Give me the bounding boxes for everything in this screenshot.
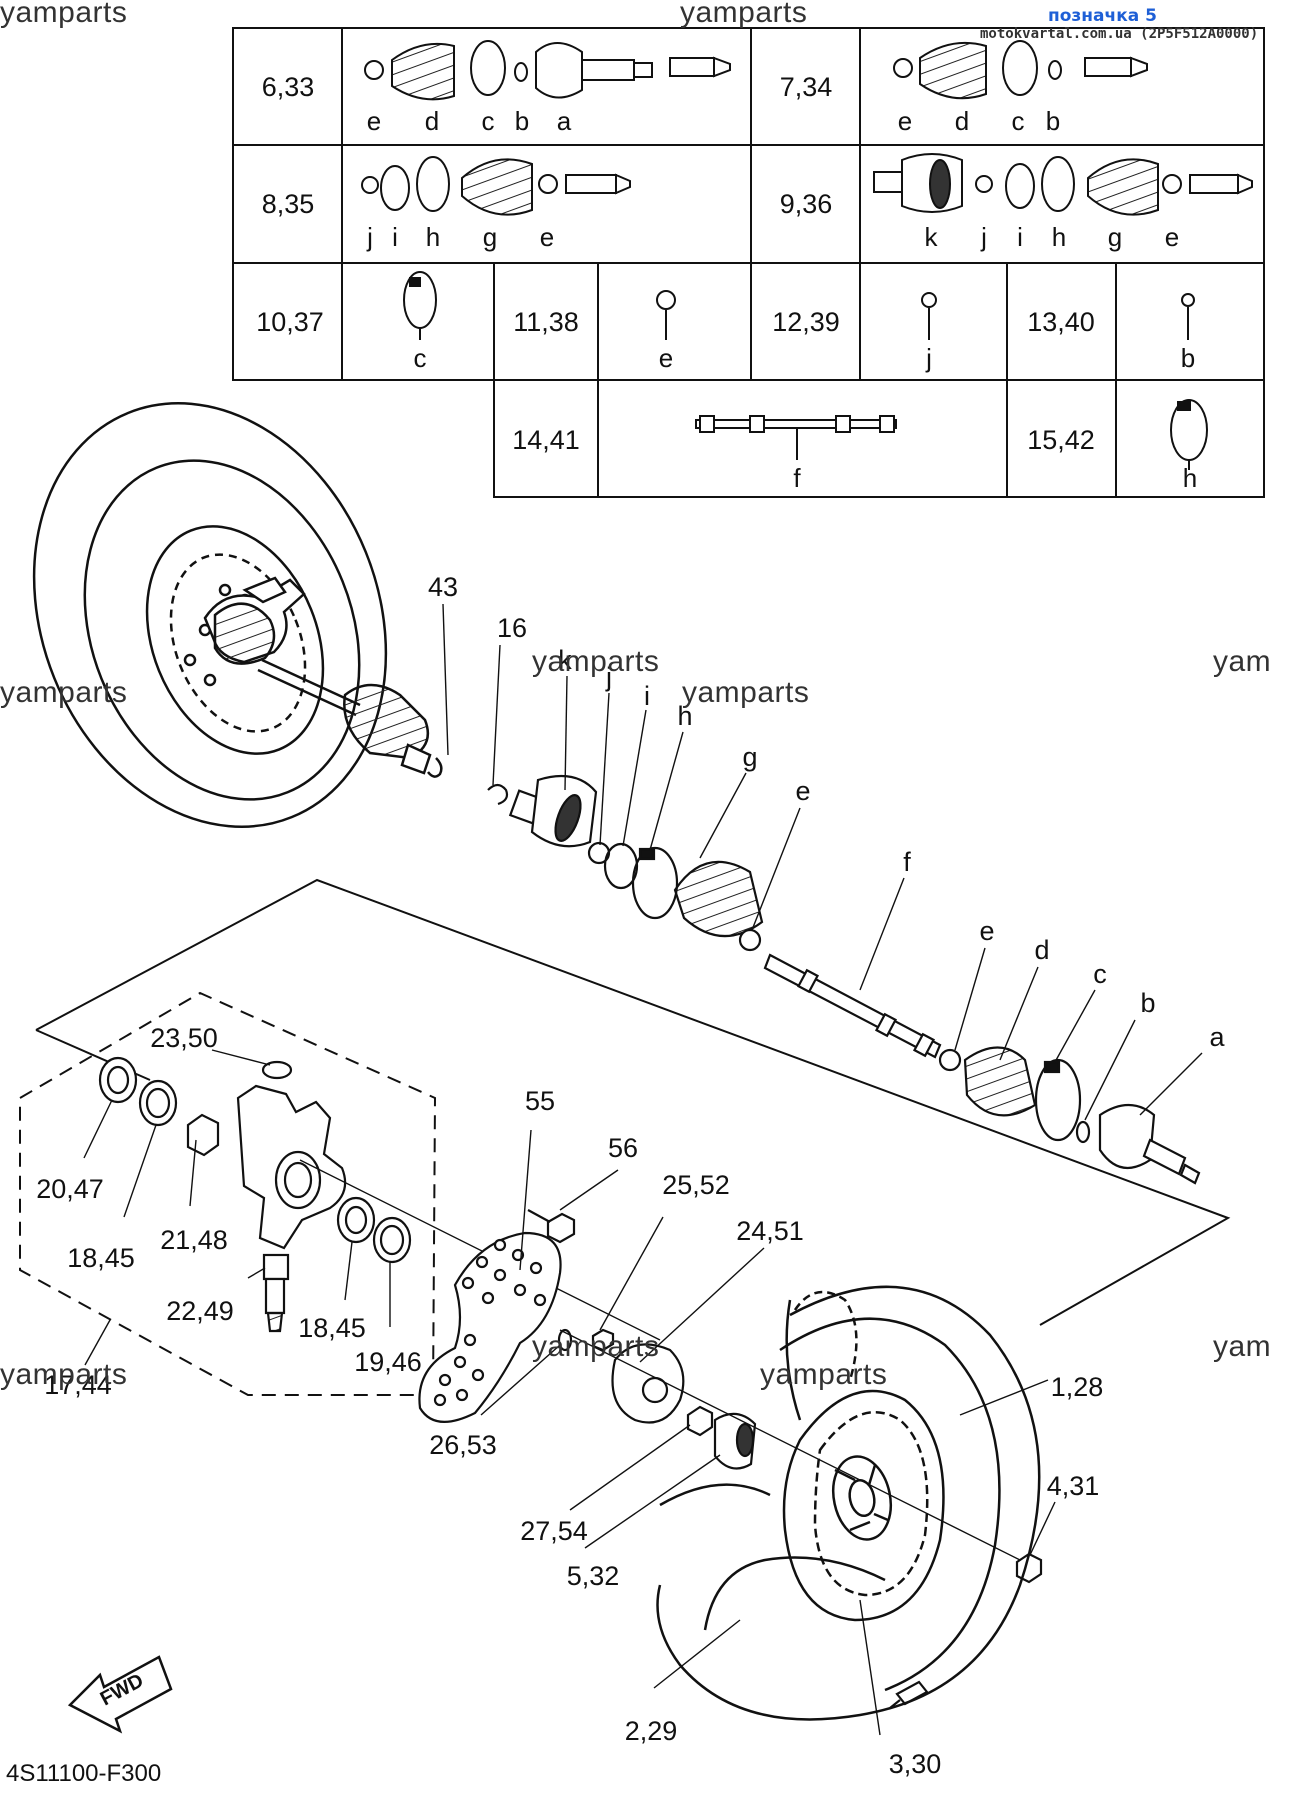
kit-part-letter: j [366,222,373,252]
watermark: yamparts [532,1330,660,1363]
callout-18-45-b: 18,45 [298,1313,366,1343]
callout-26-53: 26,53 [429,1430,497,1460]
callout-55: 55 [525,1086,555,1116]
callout-i: i [644,681,650,711]
callout-e: e [795,776,810,806]
watermark: yamparts [0,676,128,709]
table-kit-number: 8,35 [262,189,315,219]
callout-24-51: 24,51 [736,1216,804,1246]
callout-25-52: 25,52 [662,1170,730,1200]
kit-part-letter: f [793,463,801,493]
kit-parts-row4 [695,399,1208,470]
callout-k: k [558,645,572,675]
kit-part-letter: d [425,106,439,136]
callout-1-28: 1,28 [1051,1372,1104,1402]
callout-e-2: e [979,916,994,946]
table-kit-number: 13,40 [1027,307,1095,337]
callout-16: 16 [497,613,527,643]
kit-parts-row1-left [364,40,731,101]
fwd-arrow-icon: FWD [67,1655,173,1734]
callout-3-30: 3,30 [889,1749,942,1779]
callout-43: 43 [428,572,458,602]
watermark: yamparts [0,0,128,29]
kit-part-letter: i [392,222,398,252]
kit-part-letter: j [980,222,987,252]
upper-wheel-assembly [32,402,443,828]
table-kit-number: 9,36 [780,189,833,219]
kit-table [232,27,1265,498]
exploded-driveshaft [487,774,1201,1185]
kit-part-letter: c [1012,106,1025,136]
site-code: motokvartal.com.ua (2P5F512A0000) [980,26,1259,42]
kit-part-letter: e [1165,222,1179,252]
callout-a: a [1209,1022,1225,1052]
callout-f: f [903,847,911,877]
kit-part-letter: b [1046,106,1060,136]
kit-part-letter: g [1108,222,1122,252]
callout-20-47: 20,47 [36,1174,104,1204]
kit-part-letter: a [557,106,572,136]
kit-part-letter: e [898,106,912,136]
kit-part-letter: e [367,106,381,136]
knuckle-assembly [98,1056,412,1333]
watermark-partial: yam [1213,645,1272,678]
drawing-code: 4S11100-F300 [6,1760,162,1787]
watermark: yamparts [0,1358,128,1391]
callout-5-32: 5,32 [567,1561,620,1591]
kit-parts-row2-left [361,156,631,216]
kit-part-letter: j [925,343,932,373]
kit-part-letter: c [482,106,495,136]
watermark: yamparts [532,645,660,678]
callout-h: h [677,701,692,731]
kit-parts-row1-right [893,40,1148,100]
callout-2-29: 2,29 [625,1716,678,1746]
table-kit-number: 11,38 [513,307,579,337]
kit-part-letter: b [515,106,529,136]
callout-j: j [605,662,612,692]
callout-21-48: 21,48 [160,1225,228,1255]
watermark: yamparts [760,1358,888,1391]
callout-c: c [1093,959,1107,989]
callout-56: 56 [608,1133,638,1163]
kit-part-letter: h [426,222,440,252]
kit-part-letter: d [955,106,969,136]
callout-g: g [742,742,757,772]
kit-part-letter: h [1052,222,1066,252]
kit-part-letter: e [659,343,673,373]
table-kit-number: 12,39 [772,307,840,337]
table-kit-number: 14,41 [512,425,580,455]
kit-part-letter: h [1183,463,1197,493]
callout-19-46: 19,46 [354,1347,422,1377]
callout-b: b [1140,988,1155,1018]
marker-link[interactable]: позначка 5 [1048,6,1157,26]
table-kit-number: 10,37 [256,307,324,337]
kit-part-letter: c [414,343,427,373]
leader-lines [83,603,1203,1736]
watermark: yamparts [680,0,808,29]
kit-parts-row2-right [873,153,1253,216]
callout-17-44: 17,44 [44,1370,112,1400]
lower-wheel-assembly [656,1285,1041,1721]
callout-d: d [1034,935,1049,965]
callout-27-54: 27,54 [520,1516,588,1546]
table-kit-number: 15,42 [1027,425,1095,455]
kit-part-letter: b [1181,343,1195,373]
callout-4-31: 4,31 [1047,1471,1100,1501]
callout-23-50: 23,50 [150,1023,218,1053]
kit-parts-row3 [403,271,1195,340]
kit-part-letter: k [925,222,939,252]
brake-disc-55 [418,1209,1043,1709]
table-kit-number: 7,34 [780,72,833,102]
kit-part-letter: g [483,222,497,252]
callout-18-45: 18,45 [67,1243,135,1273]
watermark-partial: yam [1213,1330,1272,1363]
callout-22-49: 22,49 [166,1296,234,1326]
table-kit-number: 6,33 [262,72,315,102]
kit-part-letter: e [540,222,554,252]
kit-part-letter: i [1017,222,1023,252]
watermark: yamparts [682,676,810,709]
